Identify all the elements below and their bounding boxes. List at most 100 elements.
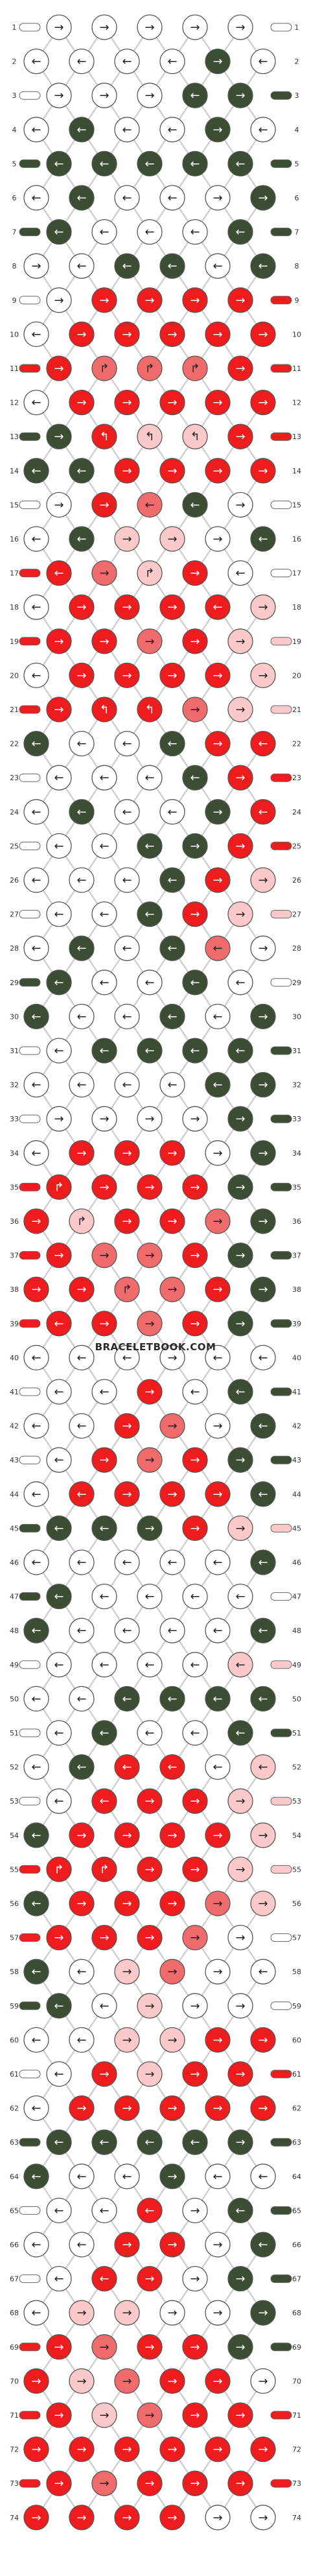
knot: →	[227, 2402, 253, 2428]
knot: ←	[69, 526, 95, 552]
knot-circle	[159, 935, 185, 961]
knot: →	[159, 594, 185, 620]
knot-arrow-icon: ↱	[144, 362, 154, 376]
knot-circle	[137, 1652, 163, 1678]
knot: ←	[205, 1071, 231, 1098]
knot: →	[205, 867, 231, 893]
knot: ←	[69, 2232, 95, 2258]
row-number-left: 46	[10, 1558, 19, 1567]
knot: →	[205, 389, 231, 416]
knot: →	[114, 2300, 140, 2326]
knot-arrow-icon: ←	[76, 2170, 86, 2184]
knot: ←	[46, 2265, 72, 2292]
knot-circle	[182, 150, 208, 177]
knot-circle	[227, 901, 253, 927]
knot-circle	[46, 1106, 72, 1132]
knot-arrow-icon: ←	[213, 2170, 222, 2184]
knot: ←	[23, 1959, 49, 1985]
right-string-pill	[270, 978, 292, 987]
right-string-pill	[270, 841, 292, 850]
knot: ←	[69, 1481, 95, 1507]
knot-circle	[250, 2505, 276, 2531]
knot: ←	[159, 185, 185, 211]
knot-arrow-icon: →	[213, 1488, 222, 1501]
knot-arrow-icon: ←	[31, 2170, 41, 2184]
knot: ←	[91, 2129, 117, 2155]
knot: ←	[137, 970, 163, 996]
knot-circle	[23, 867, 49, 893]
knot: →	[250, 1276, 276, 1302]
knot-circle	[250, 1822, 276, 1848]
knot: ←	[91, 970, 117, 996]
row-number-right: 49	[292, 1661, 301, 1669]
knot-arrow-icon: →	[167, 1283, 177, 1296]
knot-circle	[46, 560, 72, 586]
row-number-right: 39	[292, 1320, 301, 1328]
knot: →	[182, 2470, 208, 2496]
knot-arrow-icon: ←	[213, 1556, 222, 1569]
knot-arrow-icon: →	[258, 2033, 268, 2047]
knot: ↰	[91, 697, 117, 722]
knot-circle	[137, 423, 163, 449]
knot-arrow-icon: →	[258, 601, 268, 614]
knot-arrow-icon: →	[167, 464, 177, 478]
knot: →	[159, 1822, 185, 1848]
knot: →	[250, 935, 276, 961]
knot-circle	[137, 1311, 163, 1337]
knot-arrow-icon: ←	[76, 737, 86, 751]
knot-circle	[205, 1140, 231, 1166]
knot-arrow-icon: →	[54, 430, 63, 444]
row-number-right: 38	[292, 1285, 301, 1294]
row-number-left: 71	[10, 2411, 19, 2420]
knot: ←	[182, 970, 208, 996]
row-number-left: 32	[10, 1081, 19, 1090]
knot: →	[205, 526, 231, 552]
knot-circle	[159, 389, 185, 416]
knot-arrow-icon: ←	[31, 1692, 41, 1706]
knot-arrow-icon: →	[190, 21, 200, 34]
knot: →	[205, 1208, 231, 1234]
knot: →	[69, 1822, 95, 1848]
knot: ←	[46, 560, 72, 586]
knot: →	[205, 1890, 231, 1916]
knot-circle	[46, 2129, 72, 2155]
knot-arrow-icon: →	[213, 2374, 222, 2388]
knot-arrow-icon: →	[144, 1180, 154, 1194]
knot-arrow-icon: ←	[258, 1351, 268, 1365]
row-number-left: 8	[12, 262, 17, 270]
row-number-right: 64	[292, 2173, 301, 2181]
knot: ←	[205, 1754, 231, 1780]
knot-arrow-icon: →	[144, 1795, 154, 1808]
knot-arrow-icon: →	[167, 2033, 177, 2047]
knot-arrow-icon: ←	[31, 1829, 41, 1843]
row-number-left: 34	[10, 1149, 19, 1158]
left-string-pill	[19, 1933, 41, 1942]
knot: ←	[91, 765, 117, 791]
row-number-right: 42	[292, 1422, 301, 1431]
knot-arrow-icon: →	[258, 2306, 268, 2320]
knot-circle	[69, 48, 95, 75]
knot-circle	[91, 1652, 117, 1678]
knot: ←	[250, 1344, 276, 1371]
knot-circle	[159, 253, 185, 279]
knot: →	[114, 1890, 140, 1916]
knot-arrow-icon: ←	[122, 1761, 132, 1774]
knot: →	[250, 2436, 276, 2463]
knot-circle	[227, 2061, 253, 2087]
row-number-right: 53	[292, 1797, 301, 1806]
knot-circle	[250, 1617, 276, 1643]
knot-arrow-icon: →	[99, 21, 109, 34]
row-number-right: 14	[292, 467, 301, 475]
knot-circle	[182, 1788, 208, 1814]
knot: ←	[114, 935, 140, 961]
knot-arrow-icon: →	[122, 601, 132, 614]
row-number-left: 12	[10, 399, 19, 407]
knot: →	[137, 2470, 163, 2496]
knot-arrow-icon: →	[122, 2102, 132, 2116]
knot-arrow-icon: ←	[76, 1010, 86, 1023]
knot-circle	[227, 287, 253, 313]
knot-circle	[46, 1788, 72, 1814]
knot-arrow-icon: ←	[122, 942, 132, 955]
row-number-left: 64	[10, 2173, 19, 2181]
row-number-right: 63	[292, 2138, 301, 2147]
